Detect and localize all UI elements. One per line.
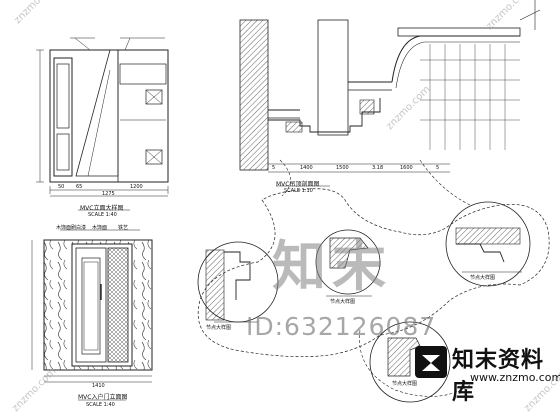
top-left-caption: MVC立面大样图: [80, 205, 124, 212]
detail-callout-3: [445, 201, 531, 287]
detail-label-3: 节点大样图: [470, 275, 496, 281]
section-dim-2: 1400: [300, 165, 313, 171]
top-left-dim-total: 1275: [102, 191, 115, 197]
bottom-left-elevation: [31, 229, 153, 401]
top-left-scale: SCALE 1:40: [88, 212, 117, 218]
brand-logo-icon: [415, 346, 447, 378]
side-mark-left-bottom: znzmo.com: [10, 366, 58, 414]
top-left-elevation: [36, 37, 169, 211]
section-detail: [239, 0, 541, 187]
bottom-left-note-3: 铁艺: [118, 225, 129, 231]
callout-boundary: [197, 188, 550, 357]
section-caption: MVC吊顶剖面图: [276, 181, 320, 188]
section-dim-5: 1600: [400, 165, 413, 171]
bottom-left-note-1: 木饰面刷白漆: [56, 225, 87, 231]
section-dim-1: 5: [272, 165, 276, 171]
watermark-site: www.znzmo.com: [470, 371, 560, 384]
detail-callout-2: [315, 229, 381, 297]
detail-label-2: 节点大样图: [330, 299, 356, 305]
bottom-left-note-2: 木饰面: [92, 225, 108, 231]
detail-label-4: 节点大样图: [392, 381, 418, 387]
side-mark-top-right: znzmo.com: [484, 0, 532, 32]
bottom-left-caption: MVC入户门立面图: [78, 394, 128, 401]
section-scale: SCALE 1:10: [284, 188, 313, 194]
top-left-dim-a: 50: [58, 184, 65, 190]
watermark-big-text: 知末: [272, 235, 392, 298]
section-dim-6: 5: [436, 165, 440, 171]
section-dim-3: 1500: [336, 165, 349, 171]
side-mark-left-top: znzmo.com: [12, 0, 60, 26]
watermark-id: ID:632126087: [246, 312, 437, 341]
top-left-dim-b: 65: [76, 184, 83, 190]
detail-label-1: 节点大样图: [206, 325, 232, 331]
watermark-brand: 知末资料库: [452, 348, 545, 405]
top-left-dim-c: 1200: [130, 184, 143, 190]
side-mark-mid: znzmo.com: [384, 84, 432, 132]
bottom-left-dim: 1410: [92, 383, 105, 389]
bottom-left-scale: SCALE 1:40: [86, 402, 115, 408]
detail-callout-4: [369, 321, 451, 403]
section-dim-4: 3.18: [372, 165, 384, 171]
detail-callout-1: [197, 241, 279, 323]
